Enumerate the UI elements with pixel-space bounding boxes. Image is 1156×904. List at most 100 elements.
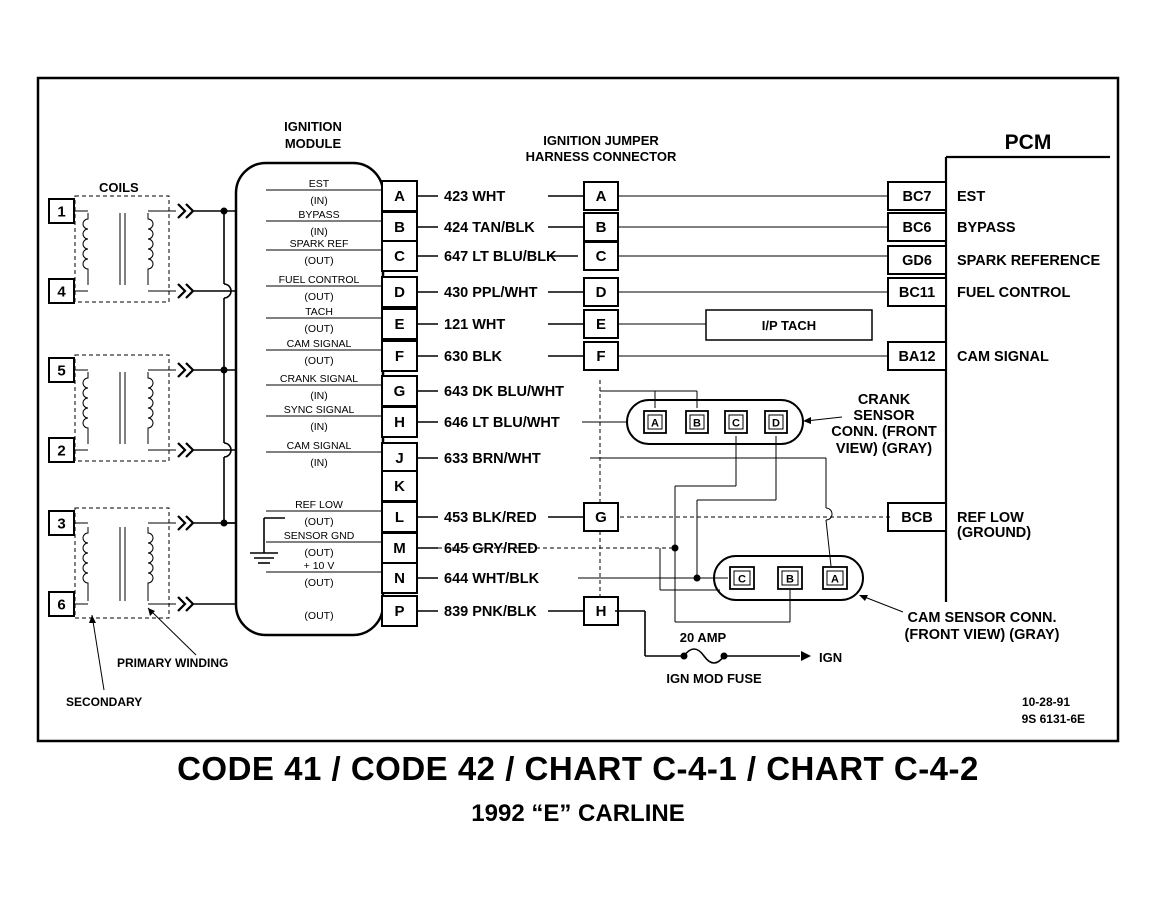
coil-pack-1 [74,195,176,303]
svg-text:6: 6 [57,597,65,614]
coils-label: COILS [99,180,139,195]
module-signal-L: REF LOW [295,499,343,511]
module-pin-N: N+ 10 V(OUT)644 WHT/BLK [266,560,540,594]
module-dir-B: (IN) [310,226,328,238]
wire-label-N: 644 WHT/BLK [444,571,540,587]
jumper-pin-F: F [548,341,619,371]
svg-text:M: M [393,540,406,557]
svg-text:N: N [394,570,405,587]
ip-tach: I/P TACH [705,309,873,341]
crank-pin-D: D [764,410,788,434]
crank-sensor-label: CRANK SENSOR CONN. (FRONT VIEW) (GRAY) [831,392,937,457]
drawing-code: 9S 6131-6E [1022,712,1085,726]
wire-label-C: 647 LT BLU/BLK [444,249,557,265]
cam-sensor-leader [861,595,904,613]
svg-text:SENSOR: SENSOR [853,408,915,424]
svg-text:H: H [596,603,607,620]
svg-text:3: 3 [57,516,65,533]
wire-label-E: 121 WHT [444,317,505,333]
coil-pack-3 [74,507,176,619]
primary-winding-label: PRIMARY WINDING [117,656,228,670]
module-dir-F: (OUT) [304,355,333,367]
jumper-title-line1: IGNITION JUMPER [543,133,659,148]
svg-text:D: D [394,284,405,301]
fuse-ign-label: IGN [819,650,842,665]
svg-text:C: C [596,248,607,265]
svg-text:5: 5 [57,363,65,380]
svg-text:BC6: BC6 [902,220,931,236]
module-dir-E: (OUT) [304,323,333,335]
svg-text:D: D [772,418,780,430]
module-dir-N: (OUT) [304,577,333,589]
pcm-ref-low-ground: (GROUND) [957,525,1031,541]
module-signal-E: TACH [305,306,333,318]
pcm-terminal-ba12: BA12 CAM SIGNAL [887,341,1049,371]
coil-output-connectors [176,202,195,613]
svg-text:B: B [786,574,794,586]
cam-sensor-label-line1: CAM SENSOR CONN. [907,610,1056,626]
svg-text:P: P [394,603,404,620]
cam-pin-B: B [777,566,803,590]
svg-text:GD6: GD6 [902,253,932,269]
svg-text:CONN. (FRONT: CONN. (FRONT [831,424,937,440]
module-title-line1: IGNITION [284,119,342,134]
pcm-title: PCM [1005,131,1052,154]
coil-terminal-3: 3 [48,510,75,536]
module-signal-M: SENSOR GND [284,530,355,542]
pcm-terminal-gd6: GD6 SPARK REFERENCE [887,245,1100,275]
module-dir-P: (OUT) [304,610,333,622]
wire-label-J: 633 BRN/WHT [444,451,541,467]
pcm-label-ba12: CAM SIGNAL [957,349,1049,365]
jumper-pin-E: E [548,309,619,339]
module-dir-D: (OUT) [304,291,333,303]
module-pin-P: P(OUT)839 PNK/BLK [304,595,537,627]
ign-mod-fuse: 20 AMP IGN MOD FUSE IGN [615,610,842,686]
module-signal-G: CRANK SIGNAL [280,373,358,385]
wire-label-H: 646 LT BLU/WHT [444,415,560,431]
cam-pin-C: C [729,566,755,590]
wire-label-L: 453 BLK/RED [444,510,537,526]
secondary-label: SECONDARY [66,695,142,709]
jumper-pin-H: H [548,596,619,626]
cam-pin-A: A [822,566,848,590]
jumper-pin-D: D [548,277,619,307]
module-dir-H: (IN) [310,421,328,433]
pcm-label-gd6: SPARK REFERENCE [957,253,1100,269]
svg-text:A: A [831,574,839,586]
wire-label-M: 645 GRY/RED [444,541,538,557]
svg-text:I/P TACH: I/P TACH [762,318,816,333]
pcm-label-bcb: REF LOW [957,510,1024,526]
coil-terminal-2: 2 [48,437,75,463]
svg-text:C: C [732,418,740,430]
fuse-label: IGN MOD FUSE [666,671,762,686]
svg-text:F: F [596,348,605,365]
svg-text:E: E [394,316,404,333]
caption-subtitle: 1992 “E” CARLINE [471,800,685,827]
svg-text:CRANK: CRANK [858,392,911,408]
svg-text:BA12: BA12 [898,349,935,365]
primary-winding-leader [147,607,197,656]
module-dir-G: (IN) [310,390,328,402]
diagram-frame [36,76,1120,743]
crank-pin-A: A [643,410,667,434]
coil-pack-2 [74,354,176,462]
module-signal-J: CAM SIGNAL [287,440,352,452]
svg-text:A: A [651,418,659,430]
module-dir-L: (OUT) [304,516,333,528]
svg-text:B: B [394,219,405,236]
ground-icon [250,517,285,564]
sensor-harness-wiring [417,380,890,623]
jumper-pin-C: C [548,241,619,271]
wire-label-F: 630 BLK [444,349,503,365]
svg-text:A: A [596,188,607,205]
